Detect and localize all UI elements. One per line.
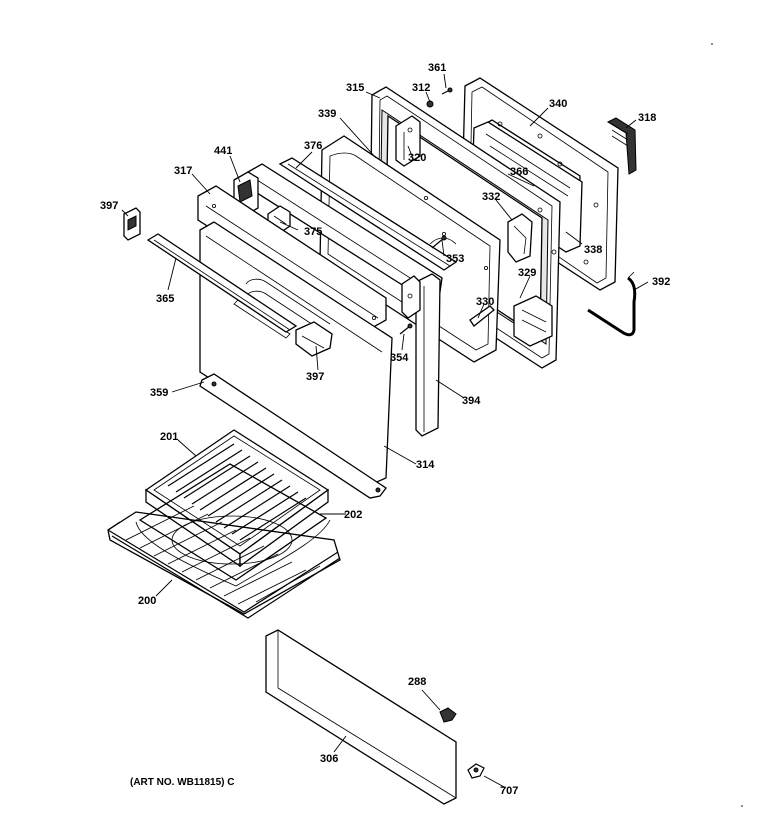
hinge-bracket-320 [395,115,421,167]
label-397-top: 397 [100,200,118,212]
label-394: 394 [462,395,481,407]
gasket-318 [606,117,637,175]
label-317: 317 [174,165,192,177]
label-375: 375 [304,226,322,238]
label-361: 361 [428,62,446,74]
label-202: 202 [344,509,362,521]
label-306: 306 [320,753,338,765]
label-366: 366 [510,166,528,178]
bottom-trim-359 [199,373,387,499]
label-365: 365 [156,293,174,305]
label-318: 318 [638,112,656,124]
label-338: 338 [584,244,602,256]
label-329: 329 [518,267,536,279]
screw-361 [441,87,453,95]
label-441: 441 [214,145,232,157]
label-314: 314 [416,459,435,471]
screw-354 [399,323,413,335]
part-labels: 361 312 315 340 318 339 320 376 366 441 … [100,62,670,797]
bracket-329 [513,295,553,347]
label-354: 354 [390,352,409,364]
label-288: 288 [408,676,426,688]
door-frame-top-376 [245,157,458,301]
label-340: 340 [549,98,567,110]
clip-288 [439,707,457,723]
gasket-wire-392 [587,271,637,337]
broiler-insert-202 [135,463,331,587]
label-339: 339 [318,108,336,120]
outer-door-panel-317 [197,185,393,485]
oven-rack-wires [125,505,321,605]
label-359: 359 [150,387,168,399]
drawer-panel-306 [265,629,457,805]
label-315: 315 [346,82,364,94]
handle-365 [146,233,298,333]
bracket-332 [507,213,533,263]
label-320: 320 [408,152,426,164]
label-312: 312 [412,82,430,94]
handle-397-door [295,321,333,357]
label-707: 707 [500,785,518,797]
screw-353 [431,235,447,249]
leader-lines [121,73,649,789]
label-332: 332 [482,191,500,203]
label-397-door: 397 [306,371,324,383]
art-number-caption: (ART NO. WB11815) C [130,777,234,788]
oven-rack-200 [107,505,341,619]
bracket-397 [123,207,141,241]
label-330: 330 [476,296,494,308]
label-392: 392 [652,276,670,288]
label-376: 376 [304,140,322,152]
label-353: 353 [446,253,464,265]
side-channel-394 [401,273,441,437]
label-201: 201 [160,431,178,443]
screw-707 [467,763,485,779]
label-200: 200 [138,595,156,607]
